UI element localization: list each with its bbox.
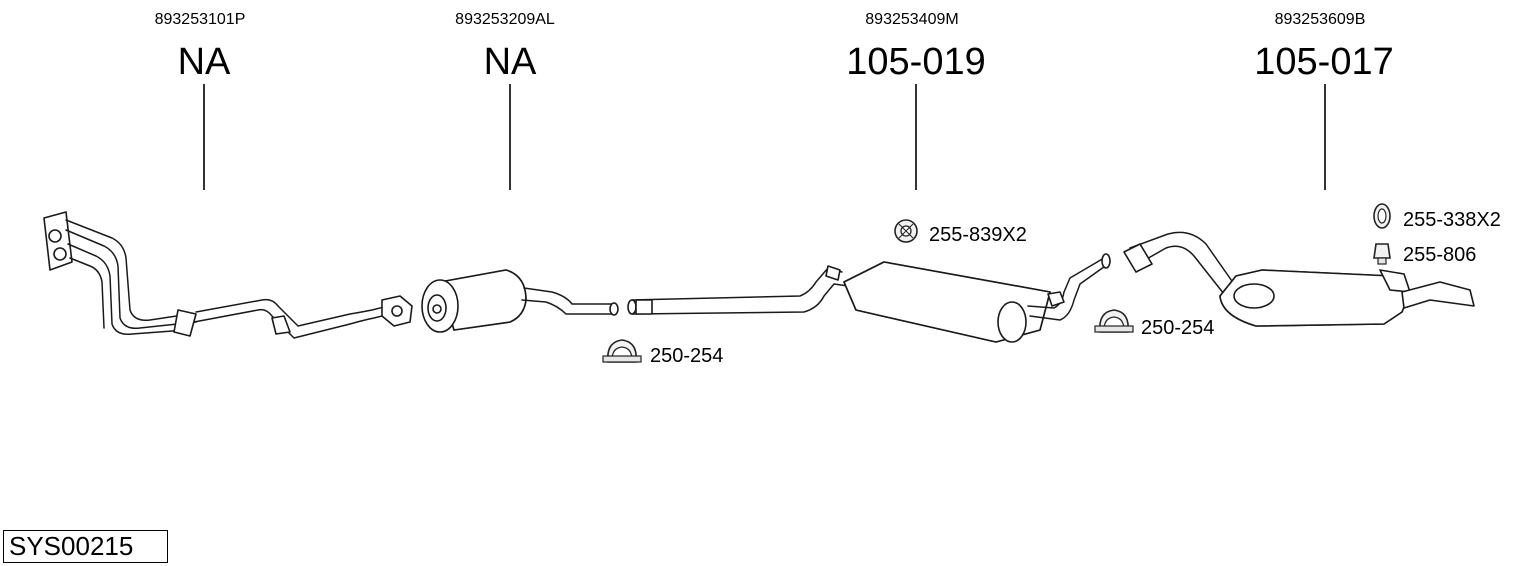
pipe-clamp-icon bbox=[1094, 309, 1134, 333]
centre-silencer-drawing bbox=[627, 253, 1111, 343]
accessory-250-254-left: 250-254 bbox=[602, 339, 723, 367]
part-code-3: 105-019 bbox=[846, 41, 985, 83]
part-label-4: 893253609B 105-017 bbox=[1254, 11, 1394, 190]
part-label-3: 893253409M 105-019 bbox=[846, 11, 986, 190]
front-silencer-drawing bbox=[421, 269, 619, 333]
accessory-label: 255-338X2 bbox=[1403, 209, 1501, 231]
part-label-1: 893253101P NA bbox=[155, 11, 246, 190]
accessory-label: 255-806 bbox=[1403, 244, 1476, 266]
front-pipe-drawing bbox=[43, 211, 413, 339]
pipe-clamp-icon bbox=[602, 339, 642, 363]
accessory-label: 255-839X2 bbox=[929, 224, 1027, 246]
oe-number-1: 893253101P bbox=[155, 11, 246, 28]
rear-silencer-drawing bbox=[1123, 231, 1475, 327]
accessory-255-338x2: 255-338X2 bbox=[1373, 203, 1501, 231]
accessory-255-806: 255-806 bbox=[1373, 243, 1476, 266]
rubber-ring-mount-icon bbox=[894, 219, 918, 243]
part-code-2: NA bbox=[484, 41, 537, 83]
accessory-label: 250-254 bbox=[1141, 317, 1214, 339]
oe-number-3: 893253409M bbox=[865, 11, 958, 28]
part-label-2: 893253209AL NA bbox=[455, 11, 555, 190]
part-code-4: 105-017 bbox=[1254, 41, 1393, 83]
rubber-hanger-icon bbox=[1373, 243, 1391, 265]
oe-number-4: 893253609B bbox=[1275, 11, 1366, 28]
system-id-label: SYS00215 bbox=[3, 530, 168, 563]
oe-number-2: 893253209AL bbox=[455, 11, 555, 28]
part-code-1: NA bbox=[178, 41, 231, 83]
rubber-ring-icon bbox=[1373, 203, 1391, 229]
accessory-250-254-right: 250-254 bbox=[1094, 309, 1214, 339]
accessory-255-839x2: 255-839X2 bbox=[894, 219, 1027, 246]
accessory-label: 250-254 bbox=[650, 345, 723, 367]
